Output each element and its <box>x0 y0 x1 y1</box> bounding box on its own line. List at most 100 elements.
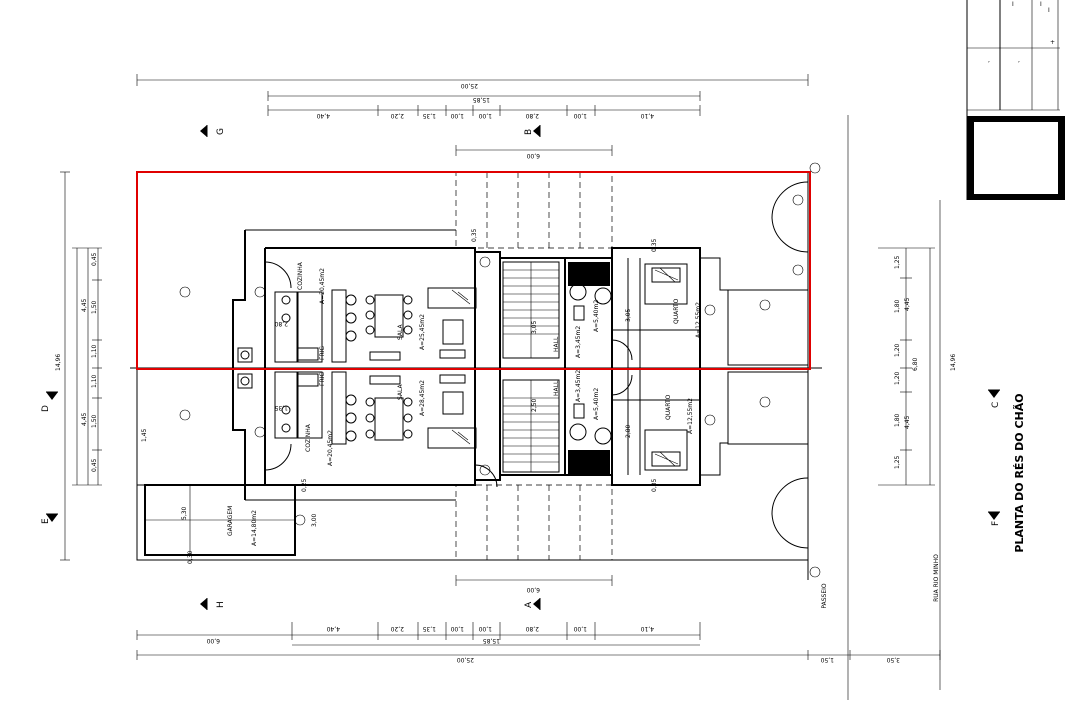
room-cozinha-top: COZINHA <box>297 261 304 290</box>
dim-stair-bottom: 2,50 <box>531 398 538 412</box>
dim-bottom-seg-4: 1,35 <box>422 625 436 632</box>
gate-arcs <box>264 181 809 549</box>
left-dimensions: 14,96 4,45 4,45 0,45 1,50 1,10 1,10 1,50… <box>55 171 102 561</box>
dim-right-0-35-mid: 0,35 <box>651 238 658 252</box>
parking-bays <box>455 171 613 561</box>
dim-left-0-45-bottom: 0,45 <box>91 458 98 472</box>
dim-right-1-80-top: 1,80 <box>894 299 901 313</box>
room-hall-bottom: HALL <box>553 380 560 396</box>
dim-bottom-built: 15,85 <box>483 637 500 644</box>
dim-bottom-seg-6: 1,00 <box>478 625 492 632</box>
section-c: C <box>991 402 1001 408</box>
dim-right-4-45-top: 4,45 <box>904 297 911 311</box>
section-d: D <box>41 405 51 412</box>
room-cozinha-bottom: COZINHA <box>305 423 312 452</box>
dim-bottom-total: 25,00 <box>457 656 474 663</box>
dim-front-strip-bottom: 6,00 <box>526 586 540 593</box>
dim-right-1-20-bottom: 1,20 <box>894 371 901 385</box>
living-furniture <box>365 287 477 449</box>
dim-right-1-20-top: 1,20 <box>894 343 901 357</box>
dim-bottom-seg-3: 2,20 <box>390 625 404 632</box>
dim-right-0-35-top: 0,35 <box>471 228 478 242</box>
svg-text:+: + <box>1050 39 1055 46</box>
room-hall-top: HALL <box>553 336 560 352</box>
dim-total-length: 25,00 <box>461 82 478 89</box>
section-h: H <box>216 601 226 608</box>
dim-right-1-25-top: 1,25 <box>894 255 901 269</box>
dim-kitchen-bottom: 1,35 <box>274 404 288 411</box>
right-dimensions: 14,96 6,80 1,25 1,80 1,20 1,20 1,80 1,25… <box>847 115 957 700</box>
section-g: G <box>216 128 226 135</box>
dim-left-1-50-bottom: 1,50 <box>91 414 98 428</box>
room-frig-bottom: FRIG <box>319 372 326 386</box>
room-quarto-area-top: A=12,55m2 <box>695 302 702 338</box>
dim-built-length: 15,85 <box>473 96 490 103</box>
dim-left-1-10-bottom: 1,10 <box>91 374 98 388</box>
room-quarto-bottom: QUARTO <box>665 394 672 420</box>
dim-bed-bottom: 2,80 <box>625 424 632 438</box>
dim-right-half: 6,80 <box>912 357 919 371</box>
garage <box>137 484 296 556</box>
dim-right-1-25-bottom: 1,25 <box>894 455 901 469</box>
room-hall-area-bottom: A=3,45m2 <box>575 370 582 402</box>
dim-garage-5-30: 5,30 <box>181 506 188 520</box>
dim-bottom-seg-7: 2,80 <box>525 625 539 632</box>
room-labels: SALA A=25,45m2 SALA A=28,45m2 COZINHA A=… <box>227 261 702 546</box>
dim-garage-3-00: 3,00 <box>311 513 318 527</box>
dim-bottom-seg-8: 1,00 <box>573 625 587 632</box>
svg-text:,: , <box>1018 57 1020 64</box>
room-wc-area-bottom: A=5,40m2 <box>593 388 600 420</box>
drawing-title: PLANTA DO RÉS DO CHÃO <box>1013 393 1026 552</box>
dim-right-1-80-bottom: 1,80 <box>894 413 901 427</box>
building-walls <box>232 172 809 560</box>
dim-left-4-45-top: 4,45 <box>81 298 88 312</box>
section-e: E <box>41 518 51 524</box>
level-markers <box>179 162 821 578</box>
section-markers: G B H A D E C F <box>41 125 1001 610</box>
interior-dimensions: 3,05 2,50 3,05 2,80 2,80 1,35 0,25 3,00 … <box>141 228 658 564</box>
dim-top-seg-1: 4,40 <box>316 112 330 119</box>
dim-garage-1-45: 1,45 <box>141 428 148 442</box>
room-frig-top: FRIG <box>319 346 326 360</box>
dim-bottom-right-1: 1,50 <box>820 656 834 663</box>
dim-left-0-45-top: 0,45 <box>91 252 98 266</box>
dim-garage-0-25: 0,25 <box>301 478 308 492</box>
dim-top-seg-8: 4,10 <box>640 112 654 119</box>
bedroom-beds <box>644 263 688 471</box>
dim-garage-0-30: 0,30 <box>187 550 194 564</box>
room-sala-bottom: SALA <box>397 383 404 400</box>
staircase-top <box>502 261 610 359</box>
dim-right-4-45-bottom: 4,45 <box>904 415 911 429</box>
dim-bottom-seg-1: 6,00 <box>206 637 220 644</box>
highlight-box <box>136 171 811 370</box>
bottom-dimensions: 6,00 6,00 4,40 2,20 1,35 1,00 1,00 2,80 … <box>136 575 941 663</box>
dim-top-seg-7: 1,00 <box>573 112 587 119</box>
section-f: F <box>991 521 1001 526</box>
street-name: RUA RIO MINHO <box>933 554 940 602</box>
dim-bottom-seg-2: 4,40 <box>326 625 340 632</box>
dim-right-0-35-bottom: 0,35 <box>651 478 658 492</box>
dim-left-width: 14,96 <box>55 354 62 371</box>
room-quarto-area-bottom: A=12,55m2 <box>687 398 694 434</box>
dim-top-seg-4: 1,00 <box>450 112 464 119</box>
dim-top-seg-2: 2,20 <box>390 112 404 119</box>
dim-left-1-10-top: 1,10 <box>91 344 98 358</box>
dim-front-strip-top: 6,00 <box>526 152 540 159</box>
top-dimensions: 25,00 15,85 4,40 2,20 1,35 1,00 1,00 2,8… <box>136 74 809 159</box>
dim-stair-top: 3,05 <box>531 320 538 334</box>
section-a: A <box>524 601 534 608</box>
room-cozinha-area-top: A=20,45m2 <box>319 268 326 304</box>
dim-left-4-45-bottom: 4,45 <box>81 412 88 426</box>
drawing-labels: PLANTA DO RÉS DO CHÃO RUA RIO MINHO PASS… <box>821 393 1026 608</box>
room-sala-area-top: A=25,45m2 <box>419 314 426 350</box>
dim-right-width: 14,96 <box>950 354 957 371</box>
room-cozinha-area-bottom: A=20,45m2 <box>327 430 334 466</box>
svg-text:I: I <box>1040 1 1042 8</box>
room-sala-area-bottom: A=28,45m2 <box>419 380 426 416</box>
dim-top-seg-3: 1,35 <box>422 112 436 119</box>
dim-top-seg-5: 1,00 <box>478 112 492 119</box>
dim-bottom-seg-5: 1,00 <box>450 625 464 632</box>
staircase-bottom <box>502 379 610 474</box>
dim-bed-top: 3,05 <box>625 308 632 322</box>
dim-left-1-50-top: 1,50 <box>91 300 98 314</box>
